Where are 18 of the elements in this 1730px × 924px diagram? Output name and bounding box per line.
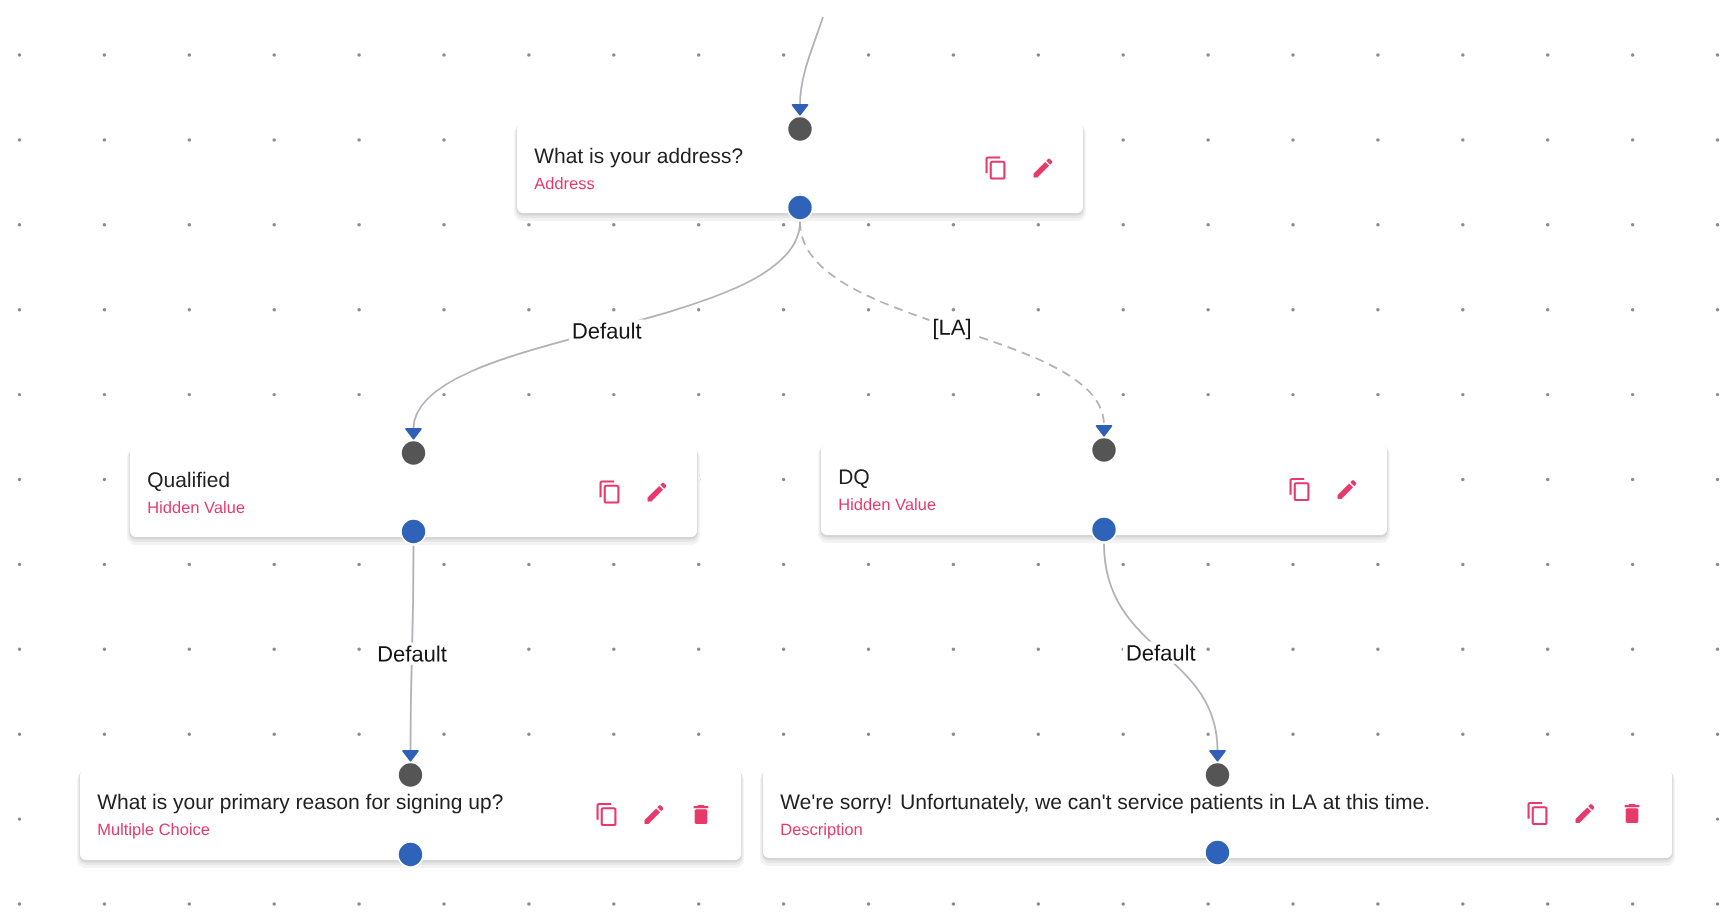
- node-title: DQ: [839, 469, 869, 488]
- type-label: Description: [781, 823, 862, 839]
- edge-label: Default: [374, 642, 450, 665]
- node-title: Qualified: [148, 471, 229, 491]
- arrow: [791, 16, 824, 116]
- type-label: Hidden Value: [839, 498, 936, 511]
- edge-label: Default: [568, 319, 645, 342]
- edge-label: [LA]: [929, 315, 975, 343]
- edge-label: Default: [1122, 641, 1199, 664]
- arrow: [402, 544, 419, 762]
- type-label: Hidden Value: [148, 501, 245, 514]
- type-label: Address: [534, 177, 595, 190]
- node-title: What is your address?: [534, 147, 743, 168]
- arrow: [799, 220, 1113, 437]
- node-title: What is your primary reason for signing up?: [97, 793, 503, 814]
- node-title: We're sorry! Unfortunately, we can't service patients in LA at this time.: [780, 793, 1429, 814]
- arrow: [1103, 542, 1226, 762]
- type-label: Multiple Choice: [98, 823, 210, 839]
